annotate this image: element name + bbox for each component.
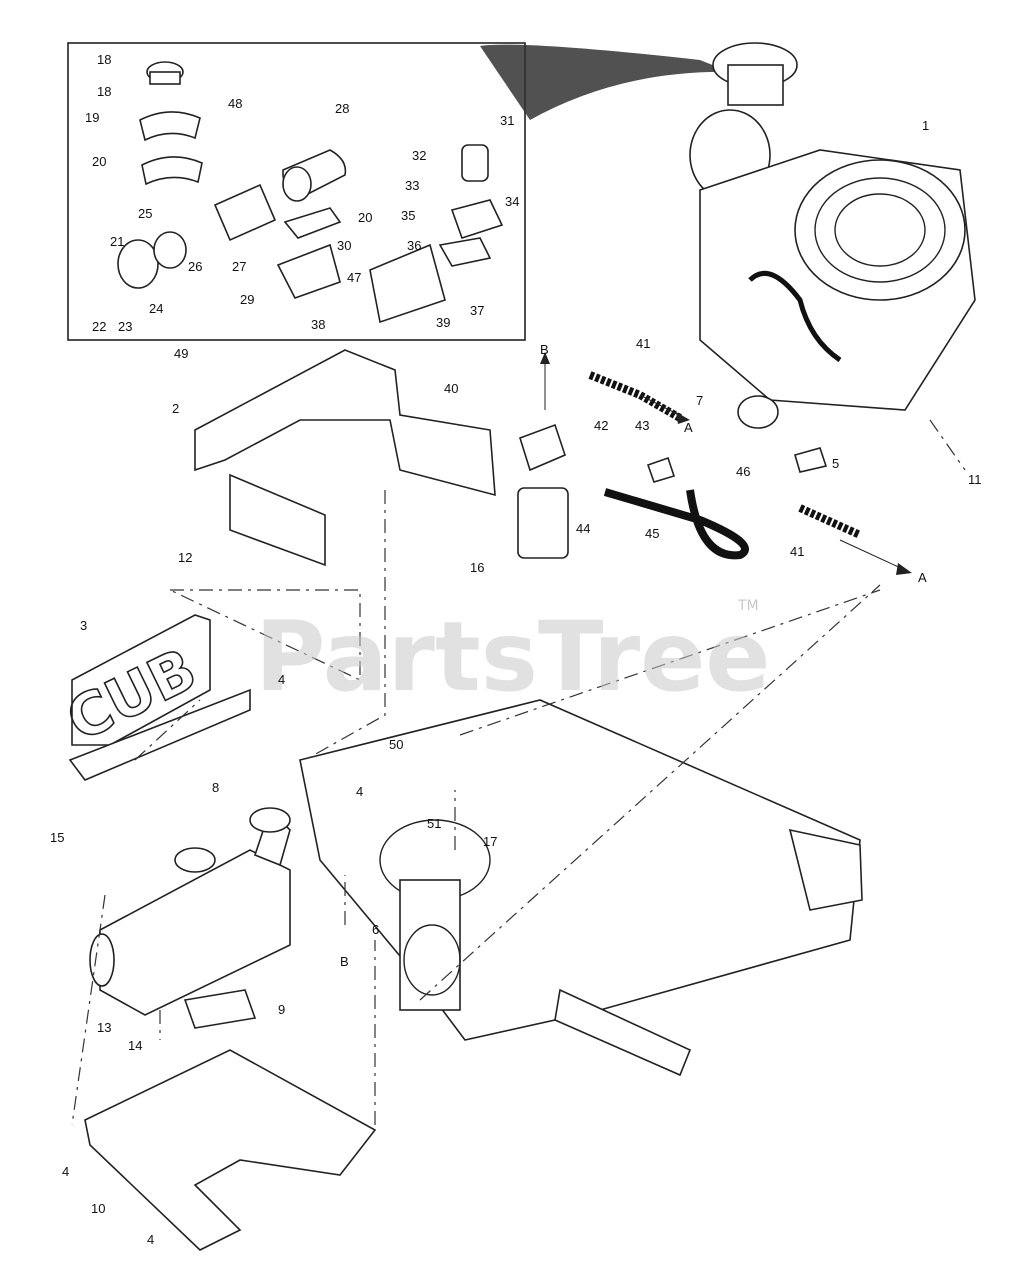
callout-51: 51 [427,816,441,831]
callout-4: 4 [62,1164,69,1179]
callout-33: 33 [405,178,419,193]
callout-6: 6 [372,922,379,937]
callout-43: 43 [635,418,649,433]
callout-4: 4 [147,1232,154,1247]
callout-18: 18 [97,84,111,99]
letter-b-bottom: B [340,954,349,969]
callout-46: 46 [736,464,750,479]
callout-29: 29 [240,292,254,307]
inset-parts [117,61,504,324]
watermark: PartsTree [255,601,770,713]
callout-35: 35 [401,208,415,223]
callout-31: 31 [500,113,514,128]
callout-8: 8 [212,780,219,795]
callout-4: 4 [278,672,285,687]
callout-41: 41 [790,544,804,559]
callout-45: 45 [645,526,659,541]
letter-a-right: A [918,570,927,585]
callout-4: 4 [356,784,363,799]
inset-connector [480,44,730,120]
callout-20: 20 [358,210,372,225]
callout-17: 17 [483,834,497,849]
callout-37: 37 [470,303,484,318]
frame-parts [68,349,863,1077]
callout-10: 10 [91,1201,105,1216]
callout-50: 50 [389,737,403,752]
callout-42: 42 [594,418,608,433]
callout-9: 9 [278,1002,285,1017]
callout-3: 3 [80,618,87,633]
callout-16: 16 [470,560,484,575]
callout-23: 23 [118,319,132,334]
callout-38: 38 [311,317,325,332]
callout-34: 34 [505,194,519,209]
callout-7: 7 [696,393,703,408]
callout-26: 26 [188,259,202,274]
callout-36: 36 [407,238,421,253]
heat-shield [84,1049,377,1251]
oil-system [517,352,912,575]
callout-13: 13 [97,1020,111,1035]
callout-27: 27 [232,259,246,274]
callout-32: 32 [412,148,426,163]
callout-22: 22 [92,319,106,334]
muffler-assembly [89,807,291,1029]
callout-25: 25 [138,206,152,221]
callout-49: 49 [174,346,188,361]
callout-15: 15 [50,830,64,845]
callout-18: 18 [97,52,111,67]
callout-1: 1 [922,118,929,133]
callout-40: 40 [444,381,458,396]
callout-28: 28 [335,101,349,116]
callout-30: 30 [337,238,351,253]
engine-assembly [689,42,976,411]
callout-5: 5 [832,456,839,471]
letter-b-top: B [540,342,549,357]
callout-11: 11 [968,472,982,487]
letter-a-mid: A [684,420,693,435]
callout-48: 48 [228,96,242,111]
inset-detail-box [67,42,526,341]
callout-47: 47 [347,270,361,285]
callout-12: 12 [178,550,192,565]
watermark-tm: TM [737,598,759,614]
callout-2: 2 [172,401,179,416]
callout-19: 19 [85,110,99,125]
callout-39: 39 [436,315,450,330]
callout-44: 44 [576,521,590,536]
callout-21: 21 [110,234,124,249]
callout-41: 41 [636,336,650,351]
assembly-guide-lines [71,419,966,1126]
callout-24: 24 [149,301,163,316]
callout-20: 20 [92,154,106,169]
callout-14: 14 [128,1038,142,1053]
